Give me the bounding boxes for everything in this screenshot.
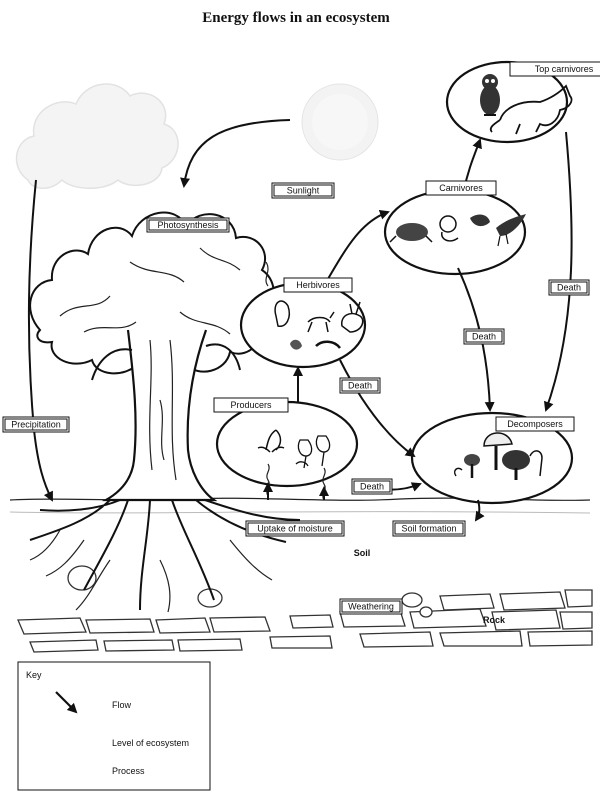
- label-uptake-of-moisture: Uptake of moisture: [245, 520, 345, 537]
- label-carnivores: Carnivores: [425, 180, 497, 196]
- label-producers-text: Producers: [230, 400, 272, 410]
- herbivores-ellipse: [239, 281, 367, 369]
- producer-plants-icon: [257, 429, 331, 469]
- carnivore-animals-icon: [389, 214, 526, 247]
- key-process-desc: Process: [112, 766, 145, 776]
- label-death-producers-box: [351, 478, 393, 495]
- label-weathering-inner-border: [341, 600, 401, 613]
- label-death-top: Death: [548, 279, 590, 296]
- label-producers: Producers: [213, 397, 289, 413]
- label-death-carnivores-box: [463, 328, 505, 345]
- arrow-top-to-decomposers: [543, 131, 573, 412]
- herbivore-squiggle: [265, 261, 269, 287]
- label-weathering: Weathering: [339, 598, 403, 615]
- key-legend: Key Flow Level of ecosystem Process: [17, 661, 211, 791]
- label-herbivores: Herbivores: [283, 277, 353, 293]
- key-flow-label: Flow: [112, 700, 132, 710]
- label-sunlight-inner-border: [273, 184, 333, 197]
- label-photosynthesis: Photosynthesis: [146, 217, 230, 233]
- label-precipitation-box: [2, 416, 70, 433]
- label-uptake-of-moisture-box: [245, 520, 345, 537]
- producers-ellipse: [215, 400, 359, 488]
- rock-label: Rock: [483, 615, 506, 625]
- fox-icon: [489, 84, 573, 135]
- label-precipitation-text: Precipitation: [11, 420, 61, 430]
- label-death-producers-inner-border: [353, 480, 391, 493]
- label-carnivores-text: Carnivores: [439, 183, 483, 193]
- key-heading: Key: [26, 670, 42, 680]
- label-precipitation-inner-border: [4, 418, 68, 431]
- owl-icon: [480, 74, 500, 116]
- label-death-carnivores-inner-border: [465, 330, 503, 343]
- label-weathering-box: [339, 598, 403, 615]
- arrow-sun-to-photosynthesis: [180, 119, 291, 188]
- label-decomposers-text: Decomposers: [507, 419, 563, 429]
- label-sunlight-box: [271, 182, 335, 199]
- label-top-carnivores-text: Top carnivores: [535, 64, 594, 74]
- herbivore-animals-icon: [274, 300, 364, 350]
- key-level-desc: Level of ecosystem: [112, 738, 189, 748]
- arrow-precipitation: [27, 179, 53, 502]
- label-death-herbivores-box: [339, 377, 381, 394]
- arrow-herbivores-to-carnivores: [324, 209, 390, 285]
- label-soil-formation: Soil formation: [392, 520, 466, 537]
- label-precipitation: Precipitation: [2, 416, 70, 433]
- label-soil-formation-inner-border: [394, 522, 464, 535]
- label-death-top-text: Death: [557, 283, 581, 293]
- label-herbivores-box: [283, 277, 353, 293]
- label-death-top-box: [548, 279, 590, 296]
- mushroom-icon: [453, 432, 543, 480]
- label-death-top-inner-border: [550, 281, 588, 294]
- arrow-decomposers-to-soil: [474, 499, 485, 522]
- label-decomposers: Decomposers: [495, 416, 575, 432]
- label-uptake-of-moisture-text: Uptake of moisture: [257, 524, 333, 534]
- label-sunlight: Sunlight: [271, 182, 335, 199]
- top-carnivores-ellipse: [445, 60, 569, 144]
- label-soil-formation-box: [392, 520, 466, 537]
- arrow-herbivores-to-decomposers: [339, 359, 416, 458]
- label-photosynthesis-text: Photosynthesis: [157, 220, 219, 230]
- label-soil-formation-text: Soil formation: [401, 524, 456, 534]
- soil-label: Soil: [354, 548, 371, 558]
- cloud-icon: [15, 83, 179, 189]
- label-top-carnivores: Top carnivores: [509, 61, 600, 77]
- label-death-producers: Death: [351, 478, 393, 495]
- label-weathering-text: Weathering: [348, 602, 394, 612]
- label-photosynthesis-inner-border: [148, 219, 228, 231]
- label-death-producers-text: Death: [360, 482, 384, 492]
- diagram-title: Energy flows in an ecosystem: [202, 10, 390, 26]
- label-top-carnivores-box: [509, 61, 600, 77]
- label-death-herbivores-inner-border: [341, 379, 379, 392]
- label-death-carnivores: Death: [463, 328, 505, 345]
- label-death-herbivores: Death: [339, 377, 381, 394]
- decomposers-ellipse: [410, 411, 574, 505]
- rock-layer: [17, 565, 593, 653]
- label-decomposers-box: [495, 416, 575, 432]
- label-uptake-of-moisture-inner-border: [247, 522, 343, 535]
- label-photosynthesis-box: [146, 217, 230, 233]
- label-producers-box: [213, 397, 289, 413]
- tree-illustration: [29, 211, 301, 613]
- label-sunlight-text: Sunlight: [287, 186, 320, 196]
- key-flow-arrow-icon: [55, 691, 78, 714]
- label-herbivores-text: Herbivores: [296, 280, 340, 290]
- label-death-carnivores-text: Death: [472, 332, 496, 342]
- sun-icon: [301, 83, 379, 161]
- label-carnivores-box: [425, 180, 497, 196]
- label-death-herbivores-text: Death: [348, 381, 372, 391]
